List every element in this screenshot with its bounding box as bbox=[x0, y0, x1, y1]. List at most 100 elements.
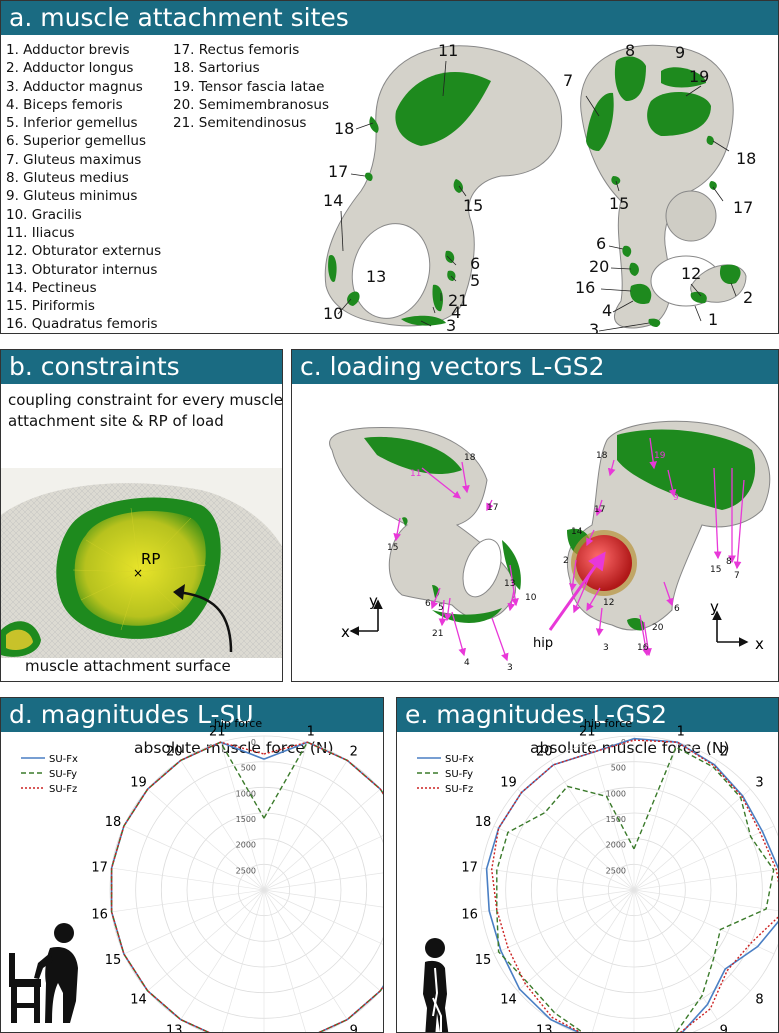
attachment-label: 3 bbox=[589, 320, 599, 334]
constraint-caption: muscle attachment surface bbox=[25, 657, 231, 675]
vector-label: 3 bbox=[507, 663, 513, 673]
attachment-label: 2 bbox=[743, 288, 753, 307]
attachment-label: 13 bbox=[366, 267, 386, 286]
radar-category-label: 18 bbox=[105, 815, 122, 830]
vector-label: 17 bbox=[487, 503, 498, 513]
legend-entry: SU-Fx bbox=[445, 754, 474, 765]
radar-series-line bbox=[110, 741, 383, 1032]
legend-entry: SU-Fz bbox=[49, 784, 77, 795]
radial-tick-label: 2500 bbox=[236, 866, 256, 875]
radar-category-label: 21 bbox=[209, 725, 226, 740]
radar-category-label: 2 bbox=[350, 744, 358, 759]
radar-category-label: 20 bbox=[536, 744, 553, 759]
muscle-legend-item: 1. Adductor brevis bbox=[6, 42, 130, 58]
walking-person-icon bbox=[423, 938, 449, 1032]
radar-category-label: 9 bbox=[720, 1024, 728, 1033]
rp-marker: × bbox=[133, 566, 143, 580]
radar-category-label: 2 bbox=[720, 744, 728, 759]
muscle-legend-item: 20. Semimembranosus bbox=[173, 96, 329, 113]
radial-tick-label: 500 bbox=[611, 764, 626, 773]
legend-entry: SU-Fy bbox=[445, 769, 473, 780]
muscle-legend-item: 12. Obturator externus bbox=[6, 243, 162, 260]
axis-x-right: x bbox=[755, 635, 764, 653]
vector-label: 11 bbox=[410, 469, 421, 479]
legend-entry: SU-Fz bbox=[445, 784, 473, 795]
panel-b: b. constraints coupling constraint for e… bbox=[0, 349, 283, 682]
attachment-label: 15 bbox=[463, 196, 483, 215]
attachment-label: 17 bbox=[733, 198, 753, 217]
muscle-legend-item: 13. Obturator internus bbox=[6, 261, 158, 278]
attachment-label: 6 bbox=[596, 234, 606, 253]
radar-category-label: 9 bbox=[350, 1024, 358, 1033]
vector-label: 9 bbox=[673, 493, 679, 503]
radial-tick-label: 0 bbox=[251, 738, 256, 747]
radial-tick-label: 1000 bbox=[606, 789, 626, 798]
legend-entry: SU-Fx bbox=[49, 754, 78, 765]
radar-category-label: 17 bbox=[461, 860, 478, 875]
muscle-legend-item: 16. Quadratus femoris bbox=[6, 316, 158, 333]
muscle-legend-item: 19. Tensor fascia latae bbox=[173, 78, 325, 95]
radar-category-label: 16 bbox=[91, 908, 108, 923]
pelvis-medial-view bbox=[324, 45, 563, 327]
vector-label: 19 bbox=[654, 451, 666, 461]
radar-category-label: 8 bbox=[755, 993, 763, 1008]
panel-e: e. magnitudes L-GS2 absolute muscle forc… bbox=[396, 697, 779, 1033]
panel-b-title: b. constraints bbox=[1, 350, 282, 384]
panel-d-title: d. magnitudes L-SU bbox=[1, 698, 383, 732]
radar-category-label: hip force bbox=[214, 717, 262, 730]
vector-label: 21 bbox=[432, 629, 443, 639]
muscle-legend-item: 8. Gluteus medius bbox=[6, 170, 129, 187]
attachment-label: 15 bbox=[609, 194, 629, 213]
attachment-label: 18 bbox=[736, 149, 756, 168]
attachment-label: 9 bbox=[675, 43, 685, 62]
radar-category-label: hip force bbox=[584, 717, 632, 730]
radial-tick-label: 2000 bbox=[606, 841, 626, 850]
vector-label: 16 bbox=[637, 643, 649, 653]
vector-label: 6 bbox=[425, 599, 431, 609]
vector-label: 18 bbox=[464, 453, 476, 463]
radial-tick-label: 2500 bbox=[606, 866, 626, 875]
muscle-legend-item: 3. Adductor magnus bbox=[6, 78, 143, 95]
axis-y-right: y bbox=[710, 598, 719, 616]
panel-a-title: a. muscle attachment sites bbox=[1, 1, 778, 35]
panel-e-title: e. magnitudes L-GS2 bbox=[397, 698, 778, 732]
radial-tick-label: 500 bbox=[241, 764, 256, 773]
muscle-legend-item: 14. Pectineus bbox=[6, 279, 97, 296]
vector-label: 15 bbox=[710, 565, 721, 575]
attachment-label: 10 bbox=[323, 304, 343, 323]
hip-force-arrow bbox=[548, 551, 606, 631]
axis-y-left: y bbox=[369, 592, 378, 610]
vector-label: 3 bbox=[603, 643, 609, 653]
radial-tick-label: 1500 bbox=[606, 815, 626, 824]
attachment-label: 7 bbox=[563, 71, 573, 90]
radar-category-label: 15 bbox=[475, 953, 492, 968]
axes-right bbox=[712, 610, 749, 647]
panel-d: d. magnitudes L-SU absolute muscle force… bbox=[0, 697, 384, 1033]
muscle-legend-item: 15. Piriformis bbox=[6, 298, 95, 315]
muscle-legend-item: 7. Gluteus maximus bbox=[6, 151, 142, 168]
radar-category-label: 14 bbox=[500, 993, 517, 1008]
muscle-legend-item: 11. Iliacus bbox=[6, 224, 75, 241]
radar-category-label: 1 bbox=[307, 725, 315, 740]
pelvis-lateral-view bbox=[580, 44, 747, 329]
muscle-force-arrows bbox=[393, 437, 745, 662]
attachment-label: 4 bbox=[451, 303, 461, 322]
radar-category-label: 13 bbox=[536, 1024, 553, 1033]
attachment-label: 19 bbox=[689, 67, 709, 86]
radar-category-label: 15 bbox=[105, 953, 122, 968]
muscle-legend-item: 17. Rectus femoris bbox=[173, 42, 300, 58]
attachment-label: 16 bbox=[575, 278, 595, 297]
attachment-label: 18 bbox=[334, 119, 354, 138]
attachment-label: 17 bbox=[328, 162, 348, 181]
radar-category-label: 1 bbox=[677, 725, 685, 740]
vector-label: 20 bbox=[652, 623, 664, 633]
radar-grid bbox=[479, 735, 778, 1032]
panel-c-title: c. loading vectors L-GS2 bbox=[292, 350, 778, 384]
